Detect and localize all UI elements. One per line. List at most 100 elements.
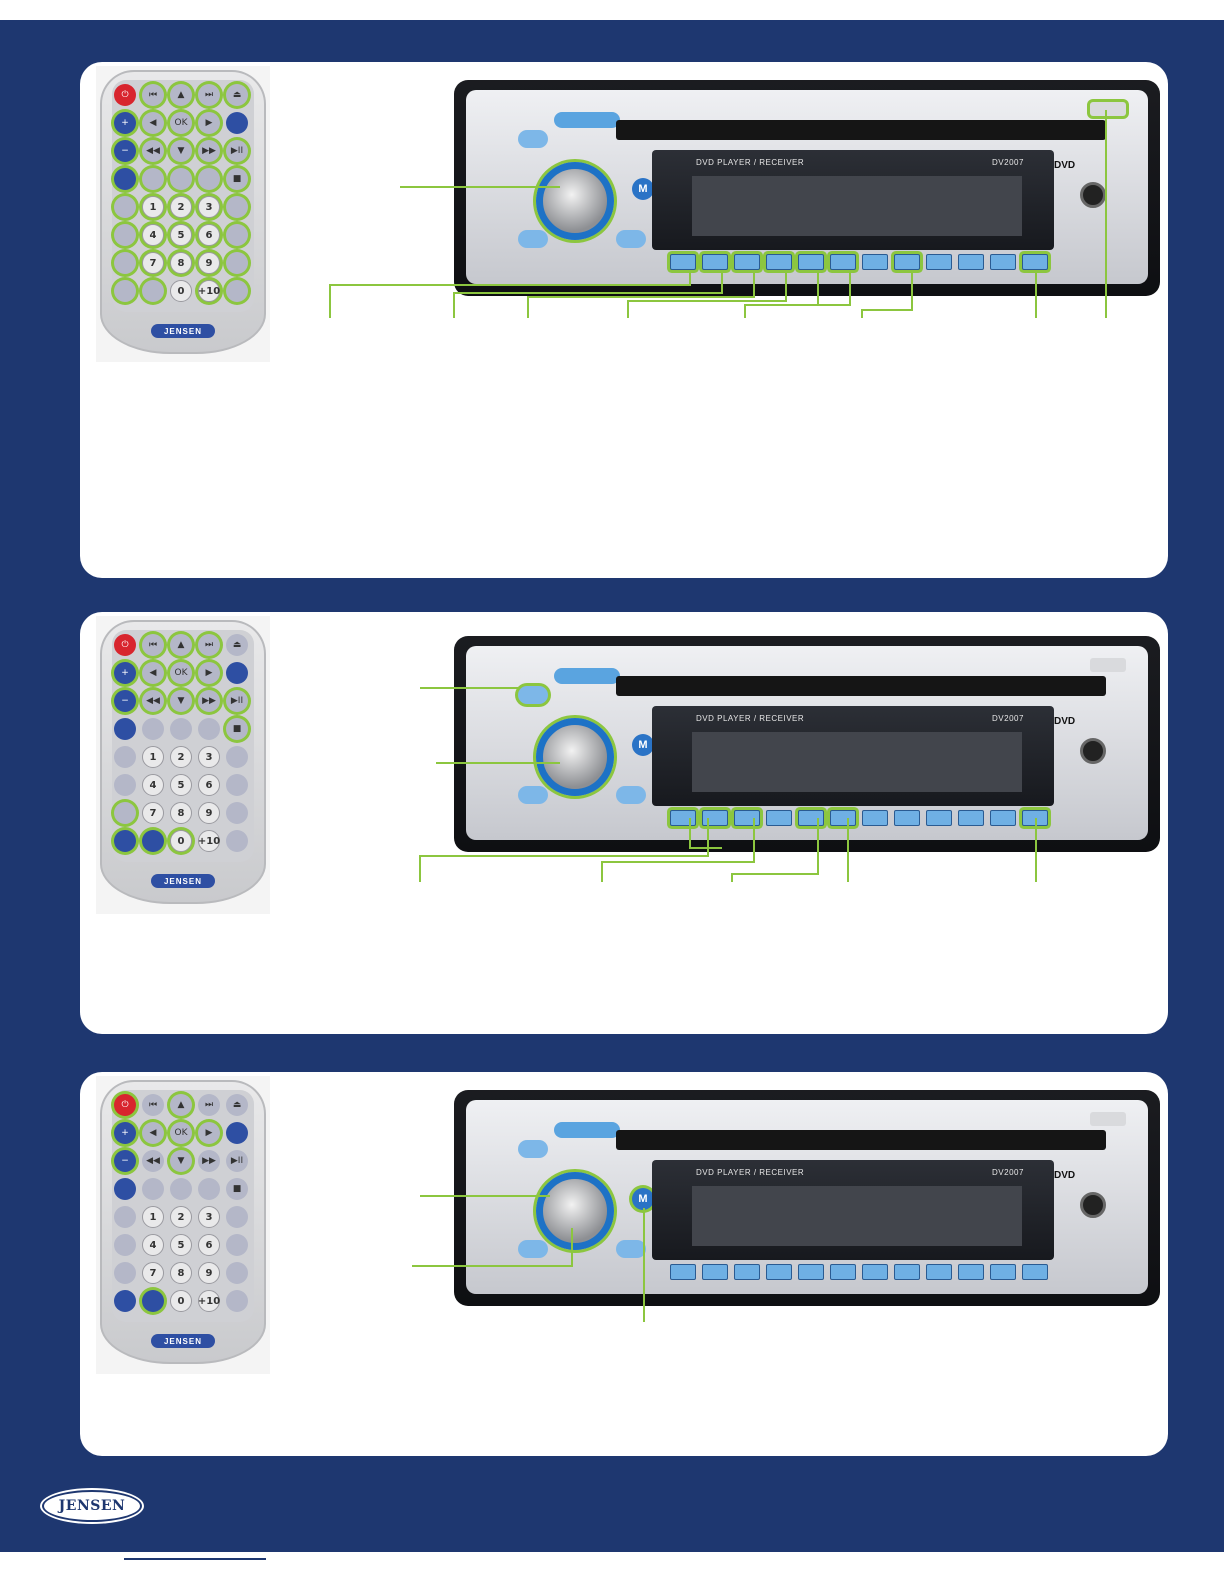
remote-up-button[interactable]: ▲: [170, 634, 192, 656]
remote-ff-button[interactable]: ▶▶: [198, 690, 220, 712]
unit-mute-button[interactable]: [518, 230, 548, 248]
remote-mode-button[interactable]: [226, 1122, 248, 1144]
remote-mode-button[interactable]: [226, 662, 248, 684]
remote-mute-button-top[interactable]: [114, 168, 136, 190]
remote-subtitle-button[interactable]: [226, 774, 248, 796]
volume-knob[interactable]: [536, 162, 614, 240]
unit-button-10[interactable]: [958, 810, 984, 826]
remote-angle-button[interactable]: [114, 774, 136, 796]
remote-play-pause-button[interactable]: ▶II: [226, 1150, 248, 1172]
remote-key-9[interactable]: 9: [198, 1262, 220, 1284]
unit-button-3[interactable]: [734, 1264, 760, 1280]
unit-button-9[interactable]: [926, 254, 952, 270]
remote-up-button[interactable]: ▲: [170, 1094, 192, 1116]
remote-mute-button[interactable]: [114, 830, 136, 852]
unit-button-1[interactable]: [670, 810, 696, 826]
remote-rew-button[interactable]: ◀◀: [142, 140, 164, 162]
unit-button-12[interactable]: [1022, 1264, 1048, 1280]
unit-button-10[interactable]: [958, 254, 984, 270]
remote-stop-button[interactable]: ■: [226, 168, 248, 190]
remote-source-button[interactable]: [142, 280, 164, 302]
remote-up-button[interactable]: ▲: [170, 84, 192, 106]
remote-key-8[interactable]: 8: [170, 802, 192, 824]
remote-band-button[interactable]: [226, 1206, 248, 1228]
unit-button-2[interactable]: [702, 810, 728, 826]
remote-key-9[interactable]: 9: [198, 802, 220, 824]
unit-button-12[interactable]: [1022, 810, 1048, 826]
remote-play-pause-button[interactable]: ▶II: [226, 140, 248, 162]
remote-audio-button[interactable]: [114, 1262, 136, 1284]
remote-key-6[interactable]: 6: [198, 774, 220, 796]
remote-repeat-button[interactable]: [226, 802, 248, 824]
remote-zoom-button[interactable]: [114, 746, 136, 768]
remote-key-7[interactable]: 7: [142, 802, 164, 824]
remote-mute-button[interactable]: [114, 1290, 136, 1312]
remote-prev-button[interactable]: ⏮: [142, 84, 164, 106]
unit-source-button[interactable]: [518, 1140, 548, 1158]
remote-ff-button[interactable]: ▶▶: [198, 140, 220, 162]
remote-left-button[interactable]: ◀: [142, 112, 164, 134]
remote-mode-button[interactable]: [226, 112, 248, 134]
remote-rew-button[interactable]: ◀◀: [142, 690, 164, 712]
remote-key-9[interactable]: 9: [198, 252, 220, 274]
eject-button[interactable]: [1090, 1112, 1126, 1126]
remote-right-button[interactable]: ▶: [198, 1122, 220, 1144]
remote-subtitle-button[interactable]: [226, 224, 248, 246]
unit-button-6[interactable]: [830, 1264, 856, 1280]
remote-mute-button-top[interactable]: [114, 1178, 136, 1200]
remote-right-button[interactable]: ▶: [198, 662, 220, 684]
remote-vol-down-button[interactable]: −: [114, 140, 136, 162]
unit-button-5[interactable]: [798, 254, 824, 270]
remote-audio-button[interactable]: [114, 252, 136, 274]
remote-left-button[interactable]: ◀: [142, 1122, 164, 1144]
unit-mute-button[interactable]: [518, 1240, 548, 1258]
remote-menu-button[interactable]: [226, 1290, 248, 1312]
remote-key-0[interactable]: 0: [170, 830, 192, 852]
unit-button-2[interactable]: [702, 254, 728, 270]
unit-button-11[interactable]: [990, 1264, 1016, 1280]
unit-button-7[interactable]: [862, 810, 888, 826]
remote-key-5[interactable]: 5: [170, 774, 192, 796]
unit-button-5[interactable]: [798, 1264, 824, 1280]
remote-title-button[interactable]: [142, 718, 164, 740]
unit-mute-button[interactable]: [518, 786, 548, 804]
unit-button-8[interactable]: [894, 1264, 920, 1280]
remote-key-3[interactable]: 3: [198, 1206, 220, 1228]
remote-ff-button[interactable]: ▶▶: [198, 1150, 220, 1172]
unit-button-11[interactable]: [990, 254, 1016, 270]
unit-menu-button[interactable]: M: [632, 734, 654, 756]
remote-next-button[interactable]: ⏭: [198, 84, 220, 106]
remote-key-4[interactable]: 4: [142, 1234, 164, 1256]
remote-key-3[interactable]: 3: [198, 196, 220, 218]
remote-zoom-button[interactable]: [114, 1206, 136, 1228]
remote-key-8[interactable]: 8: [170, 1262, 192, 1284]
volume-knob[interactable]: [536, 718, 614, 796]
remote-left-button[interactable]: ◀: [142, 662, 164, 684]
remote-key-0[interactable]: 0: [170, 1290, 192, 1312]
remote-power-button[interactable]: ⏻: [114, 1094, 136, 1116]
remote-setup-button[interactable]: [170, 718, 192, 740]
remote-stop-button[interactable]: ■: [226, 718, 248, 740]
remote-audio-button[interactable]: [114, 802, 136, 824]
remote-down-button[interactable]: ▼: [170, 690, 192, 712]
remote-title-button[interactable]: [142, 168, 164, 190]
remote-osd-button[interactable]: [198, 718, 220, 740]
remote-right-button[interactable]: ▶: [198, 112, 220, 134]
remote-down-button[interactable]: ▼: [170, 1150, 192, 1172]
remote-band-button[interactable]: [226, 746, 248, 768]
unit-menu-button[interactable]: M: [632, 178, 654, 200]
eject-button[interactable]: [1090, 102, 1126, 116]
remote-key-5[interactable]: 5: [170, 224, 192, 246]
remote-key-plus10[interactable]: +10: [198, 830, 220, 852]
remote-play-pause-button[interactable]: ▶II: [226, 690, 248, 712]
remote-eject-button[interactable]: ⏏: [226, 634, 248, 656]
remote-setup-button[interactable]: [170, 168, 192, 190]
remote-source-button[interactable]: [142, 830, 164, 852]
unit-button-3[interactable]: [734, 254, 760, 270]
unit-button-4[interactable]: [766, 810, 792, 826]
remote-angle-button[interactable]: [114, 224, 136, 246]
remote-menu-button[interactable]: [226, 830, 248, 852]
unit-button-8[interactable]: [894, 810, 920, 826]
unit-button-7[interactable]: [862, 254, 888, 270]
unit-band-button[interactable]: [616, 230, 646, 248]
